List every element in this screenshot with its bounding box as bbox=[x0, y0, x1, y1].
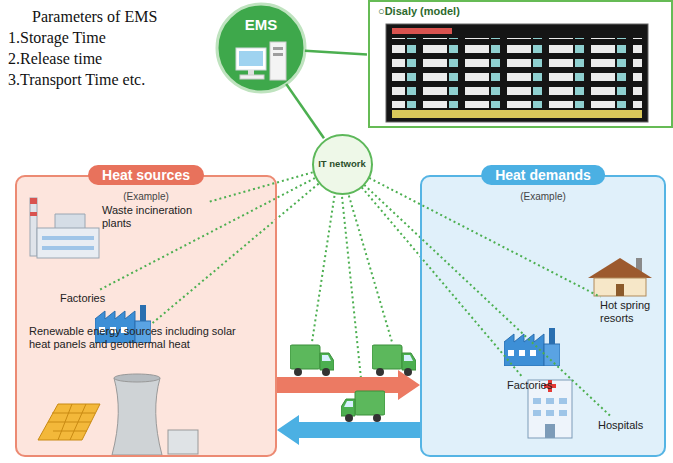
network-link bbox=[362, 187, 523, 377]
solar-panel-icon bbox=[38, 404, 100, 440]
region-note: (Example) bbox=[422, 191, 664, 202]
ems-circle: EMS bbox=[217, 4, 305, 92]
label-group: Parameters of EMS1.Storage Time2.Release… bbox=[8, 6, 157, 90]
item-text: Waste incineration plants bbox=[100, 203, 210, 231]
factory-icon bbox=[95, 305, 151, 343]
connector-path bbox=[362, 187, 523, 377]
item-label: Waste incineration plants bbox=[100, 203, 210, 231]
connector-path bbox=[286, 84, 324, 138]
item-label: Hot spring resorts bbox=[598, 298, 662, 326]
connector-line bbox=[286, 84, 324, 138]
item-text: Hot spring resorts bbox=[598, 298, 662, 326]
truck-icon bbox=[341, 391, 385, 422]
incineration-plant-icon bbox=[30, 198, 99, 258]
item-text: Renewable energy sources including solar… bbox=[27, 324, 242, 352]
note-line: 3.Transport Time etc. bbox=[8, 69, 157, 90]
connector-path bbox=[305, 51, 367, 55]
region-box: Heat sources(Example)Waste incineration … bbox=[15, 175, 277, 457]
note-heading: Parameters of EMS bbox=[8, 6, 157, 27]
item-text: Factories bbox=[505, 378, 554, 393]
truck-icon bbox=[372, 345, 416, 376]
item-label: Factories bbox=[505, 378, 554, 393]
ems-circle bbox=[217, 4, 305, 92]
display-screenshot bbox=[386, 24, 648, 122]
region-tab: Heat demands bbox=[481, 165, 605, 185]
connector-line bbox=[305, 51, 367, 55]
item-text: Hospitals bbox=[596, 418, 645, 433]
network-circle: IT network bbox=[312, 134, 373, 195]
panel-title: ○Disaly (model) bbox=[370, 2, 671, 20]
hot-spring-icon bbox=[588, 258, 652, 296]
truck-icon bbox=[290, 345, 334, 376]
item-text: Factories bbox=[58, 291, 107, 306]
geothermal-tower-icon bbox=[112, 374, 198, 455]
region-tab: Heat sources bbox=[88, 165, 204, 185]
demands-ground bbox=[420, 175, 666, 457]
node-title: IT network bbox=[318, 159, 366, 169]
region-box: Heat demands(Example)Hot spring resortsF… bbox=[420, 175, 666, 457]
note-line: 2.Release time bbox=[8, 48, 157, 69]
display-panel: ○Disaly (model) bbox=[368, 0, 673, 128]
note-line: 1.Storage Time bbox=[8, 27, 157, 48]
computer-icon bbox=[236, 42, 286, 80]
item-label: Renewable energy sources including solar… bbox=[27, 324, 242, 352]
region-note: (Example) bbox=[17, 191, 275, 202]
item-label: Factories bbox=[58, 291, 107, 306]
item-label: Hospitals bbox=[596, 418, 645, 433]
node-title: EMS bbox=[217, 16, 305, 33]
